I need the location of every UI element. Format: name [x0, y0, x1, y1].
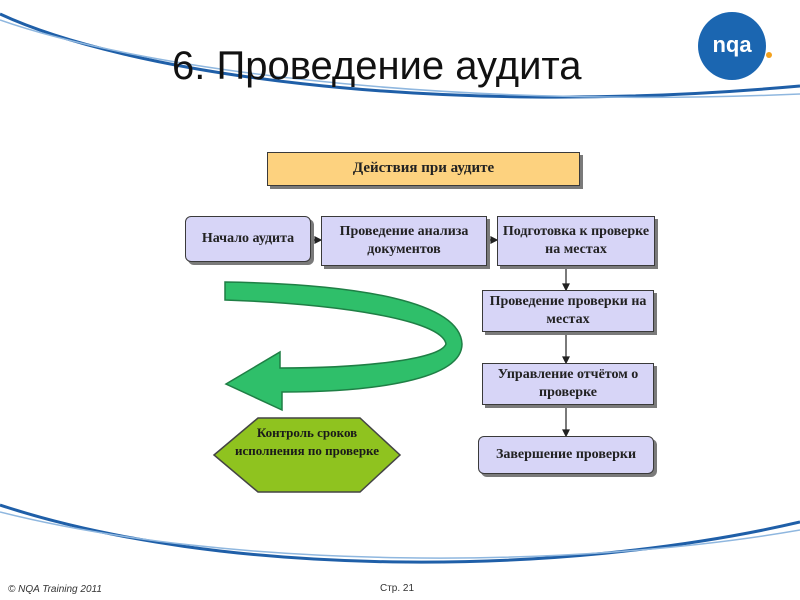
logo-dot: [766, 52, 772, 58]
arrowhead-report: [562, 356, 570, 365]
step-report-management: Управление отчётом о проверке: [482, 363, 654, 405]
footer-page-number: Стр. 21: [380, 583, 415, 594]
step-document-review: Проведение анализа документов: [321, 216, 487, 266]
step-onsite-audit: Проведение проверки на местах: [482, 290, 654, 332]
step-onsite-preparation: Подготовка к проверке на местах: [497, 216, 655, 266]
logo-text: nqa: [712, 32, 752, 57]
arrowhead-prep: [490, 236, 499, 244]
bottom-swoosh-light: [0, 511, 800, 559]
footer-copyright: © NQA Training 2011: [8, 584, 102, 595]
top-swoosh: [0, 12, 800, 99]
control-hexagon: [212, 417, 402, 493]
step-audit-completion: Завершение проверки: [478, 436, 654, 474]
arrowhead-docs: [314, 236, 323, 244]
step-audit-start: Начало аудита: [185, 216, 311, 262]
audit-actions-header: Действия при аудите: [267, 152, 580, 186]
slide-title: 6. Проведение аудита: [172, 44, 582, 88]
nqa-logo: nqa: [698, 12, 766, 80]
curved-return-arrow: [224, 281, 463, 412]
top-swoosh-light: [0, 19, 800, 99]
bottom-swoosh: [0, 503, 800, 564]
arrowhead-finish: [562, 429, 570, 438]
connectors: [311, 236, 570, 438]
control-deadlines-label: Контроль сроков исполнения по проверке: [235, 425, 379, 458]
arrowhead-onsite: [562, 283, 570, 292]
